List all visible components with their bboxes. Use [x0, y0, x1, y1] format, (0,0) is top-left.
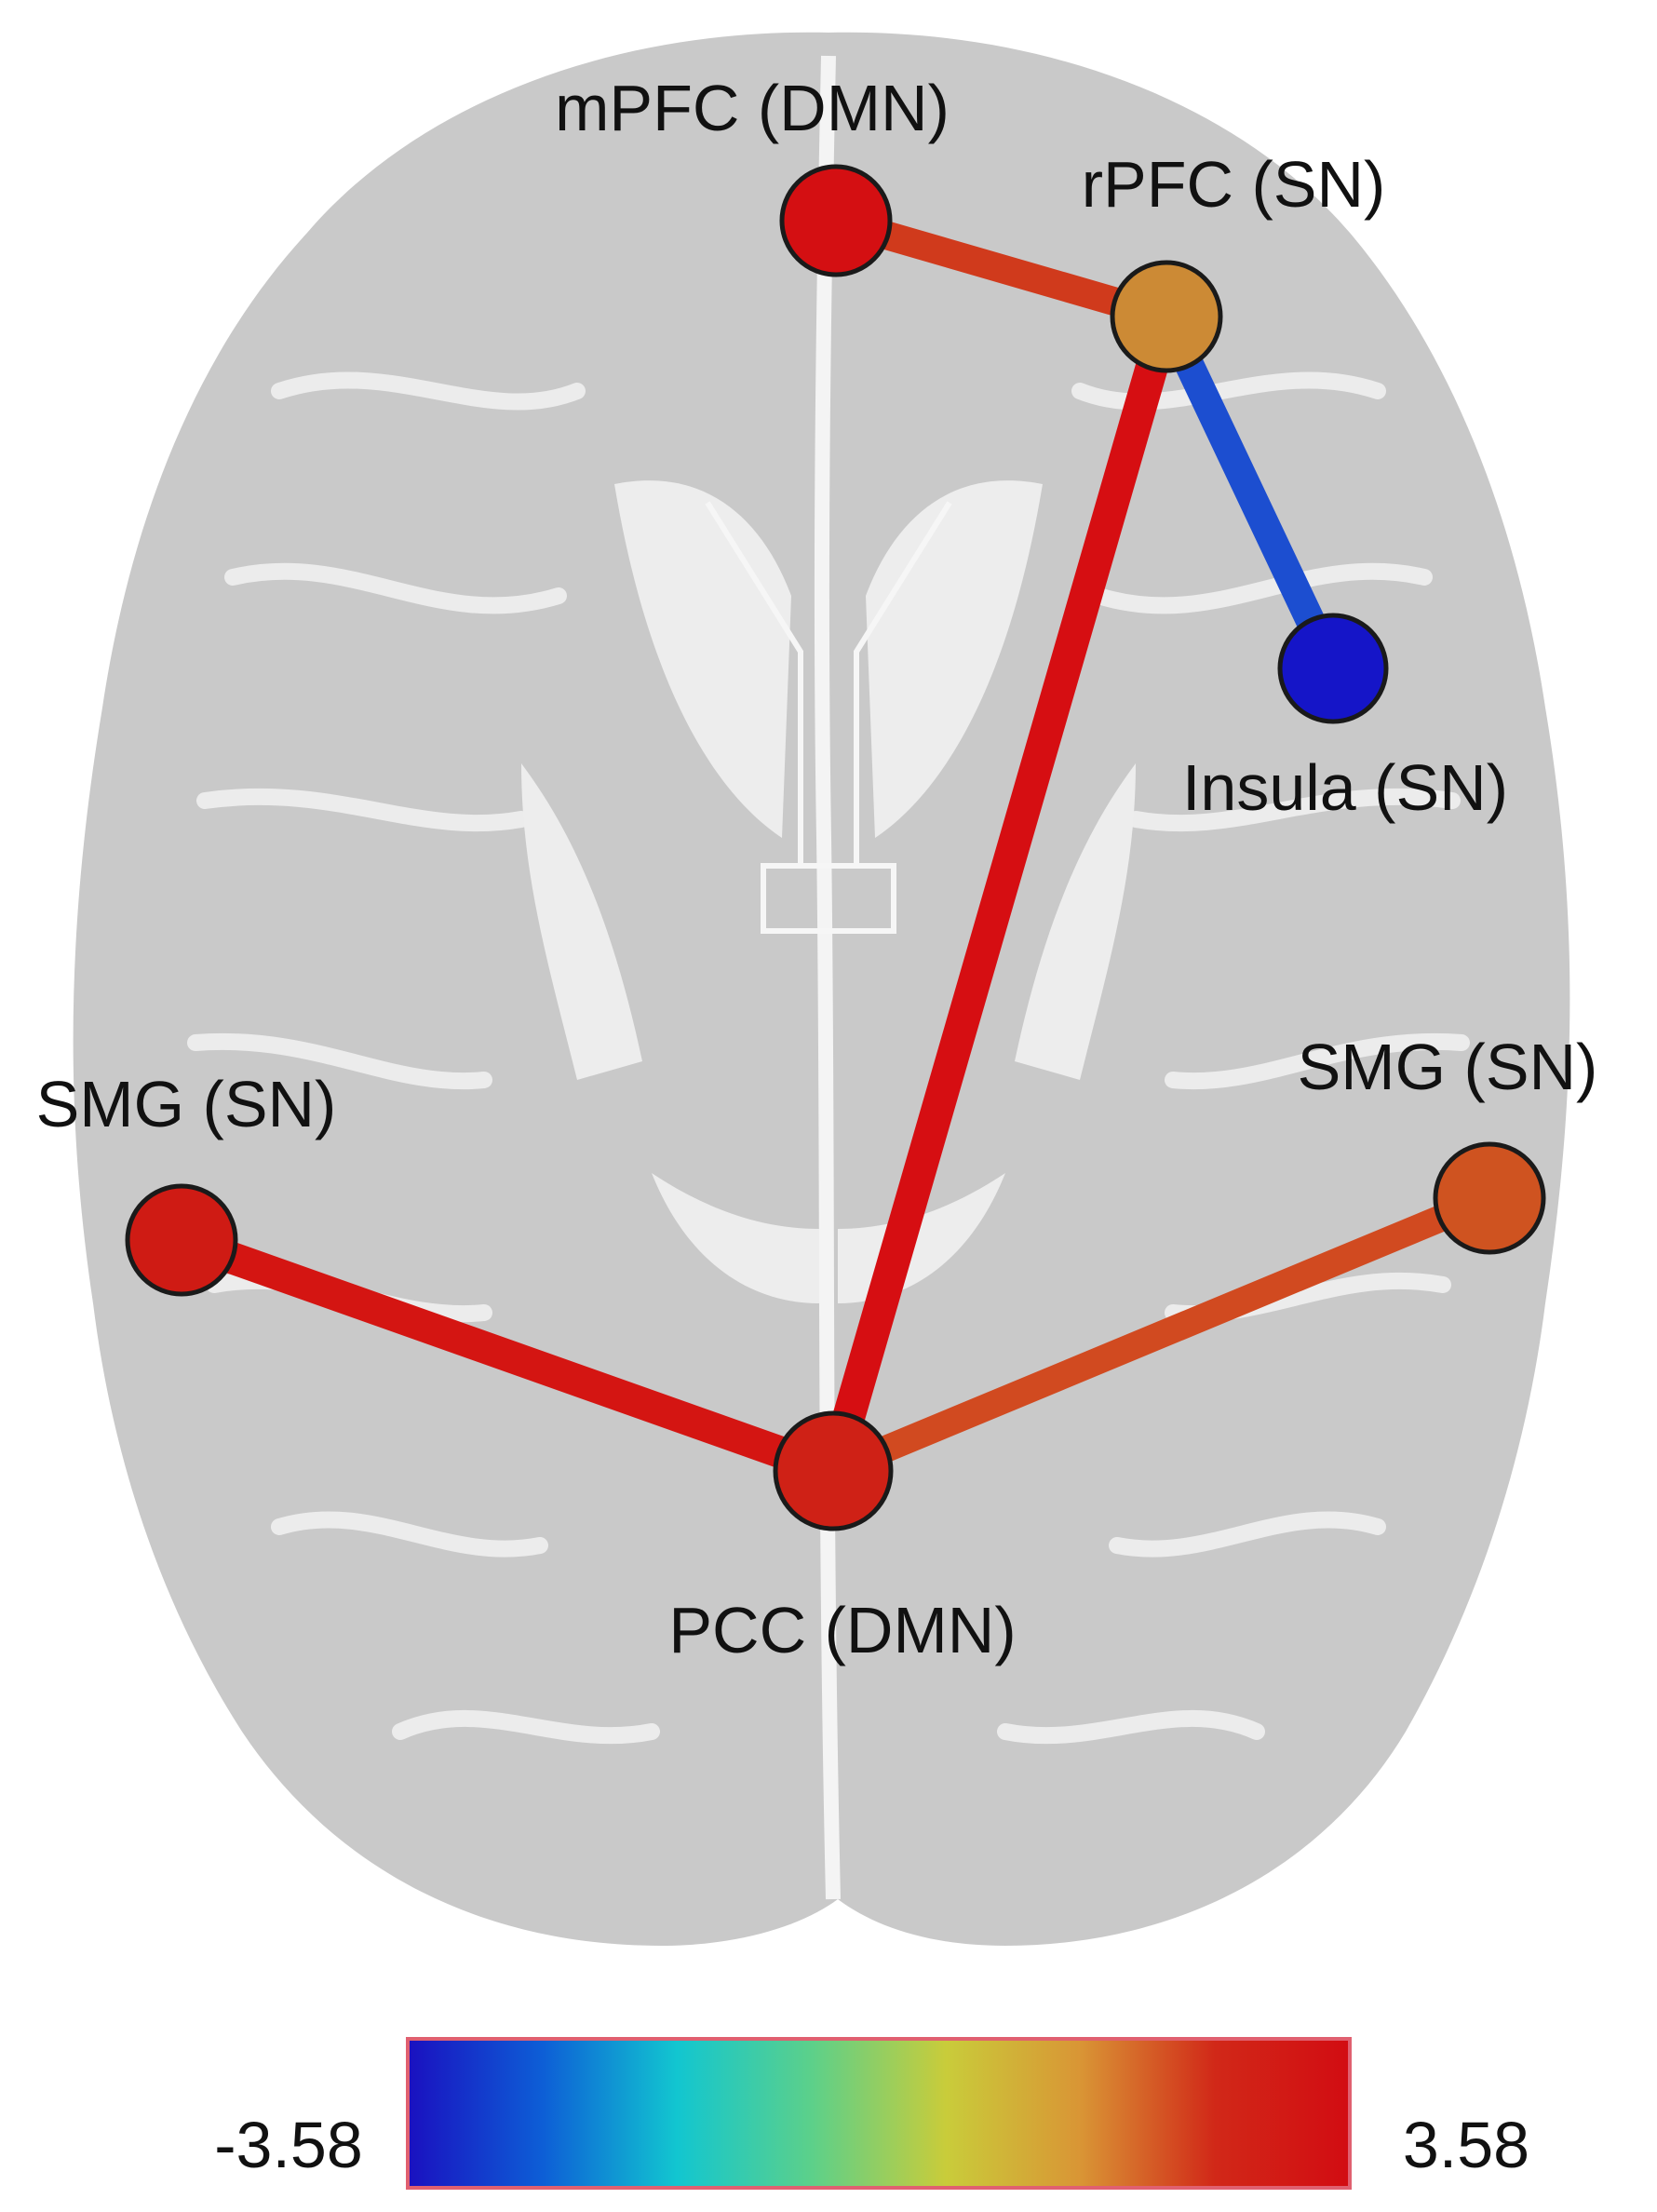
- node-rpfc: [1110, 260, 1223, 373]
- edge-rpfc-pcc: [817, 312, 1182, 1476]
- edge-mpfc-rpfc: [831, 207, 1171, 330]
- node-pcc: [773, 1410, 894, 1531]
- label-mpfc: mPFC (DMN): [555, 72, 950, 144]
- edge-rpfc-insula: [1152, 310, 1347, 675]
- label-insula: Insula (SN): [1182, 751, 1508, 824]
- node-smgl: [125, 1183, 238, 1297]
- edge-smgl-pcc: [176, 1224, 839, 1487]
- label-rpfc: rPFC (SN): [1082, 148, 1386, 221]
- edges-layer: [176, 207, 1495, 1487]
- node-mpfc: [779, 164, 893, 277]
- label-pcc: PCC (DMN): [668, 1594, 1016, 1666]
- colorbar-max-label: 3.58: [1403, 2109, 1529, 2181]
- node-insula: [1277, 613, 1389, 724]
- colorbar-min-label: -3.58: [214, 2109, 363, 2181]
- colorbar-bar: [406, 2037, 1352, 2190]
- colorbar: -3.58 3.58: [214, 2037, 1529, 2190]
- label-smg-right: SMG (SN): [1298, 1031, 1598, 1103]
- edge-smgr-pcc: [828, 1185, 1495, 1484]
- brain-silhouette: [73, 32, 1570, 1946]
- label-smg-left: SMG (SN): [36, 1068, 337, 1140]
- node-smgr: [1433, 1141, 1546, 1255]
- node-labels: mPFC (DMN) rPFC (SN) Insula (SN) SMG (SN…: [36, 72, 1598, 1666]
- nodes-layer: [125, 164, 1546, 1531]
